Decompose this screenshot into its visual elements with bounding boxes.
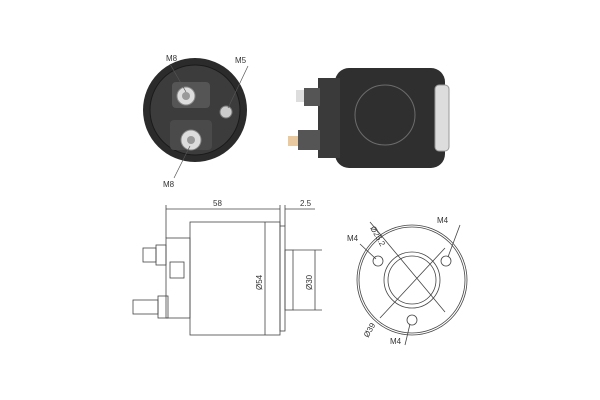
end-drawing [356, 221, 468, 346]
photo-side-view [288, 68, 450, 168]
dim-inner-diameter: Ø25.2 [368, 225, 387, 249]
dim-body-diameter: Ø54 [255, 274, 264, 290]
side-drawing [132, 205, 322, 336]
label-m4-left: M4 [347, 234, 359, 243]
photo-end-view: M8 M5 M8 [143, 54, 249, 189]
label-m4-right: M4 [437, 216, 449, 225]
dim-bolt-circle: Ø39 [362, 321, 378, 339]
watermark-logo [354, 84, 416, 146]
label-m4-bottom: M4 [390, 337, 402, 346]
label-m8-top: M8 [166, 54, 178, 63]
label-m8-bottom: M8 [163, 180, 175, 189]
dim-offset: 2.5 [300, 199, 312, 208]
dim-length: 58 [213, 199, 222, 208]
dim-boss-diameter: Ø30 [305, 274, 314, 290]
label-m5: M5 [235, 56, 247, 65]
